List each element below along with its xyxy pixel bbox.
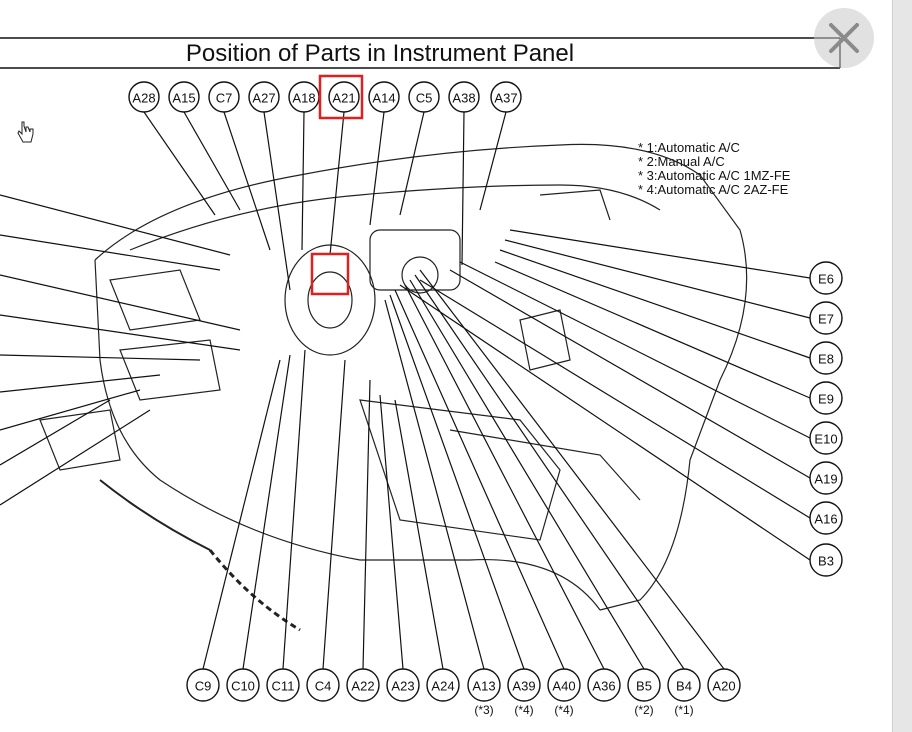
footnotes: * 1:Automatic A/C* 2:Manual A/C* 3:Autom…	[638, 140, 791, 197]
top-label-c7: C7	[208, 81, 240, 113]
top-label-a27: A27	[248, 81, 280, 113]
top-label-a37: A37	[490, 81, 522, 113]
right-label-e9: E9	[809, 381, 843, 415]
top-label-a28: A28	[128, 81, 160, 113]
top-label-a15: A15	[168, 81, 200, 113]
svg-text:E7: E7	[818, 312, 834, 327]
svg-text:A38: A38	[452, 91, 475, 106]
svg-text:C10: C10	[231, 679, 255, 694]
bottom-label-c9: C9	[186, 668, 220, 702]
svg-text:A15: A15	[172, 91, 195, 106]
right-label-e10: E10	[809, 421, 843, 455]
bottom-label-b5: B5	[627, 668, 661, 702]
svg-text:A13: A13	[472, 679, 495, 694]
svg-text:A22: A22	[351, 679, 374, 694]
svg-text:A36: A36	[592, 679, 615, 694]
svg-text:E8: E8	[818, 352, 834, 367]
right-label-e8: E8	[809, 341, 843, 375]
svg-text:E9: E9	[818, 392, 834, 407]
svg-text:C9: C9	[195, 679, 212, 694]
svg-text:A27: A27	[252, 91, 275, 106]
bottom-label-note: (*1)	[674, 703, 693, 717]
bottom-label-a13: A13	[467, 668, 501, 702]
bottom-label-a36: A36	[587, 668, 621, 702]
svg-text:A16: A16	[814, 512, 837, 527]
svg-text:A28: A28	[132, 91, 155, 106]
bottom-label-c10: C10	[226, 668, 260, 702]
right-label-e7: E7	[809, 301, 843, 335]
top-label-a21: A21	[328, 81, 360, 113]
top-label-a14: A14	[368, 81, 400, 113]
hand-cursor-icon	[16, 120, 36, 151]
svg-text:B5: B5	[636, 679, 652, 694]
svg-text:E10: E10	[814, 432, 837, 447]
footnote-line: * 3:Automatic A/C 1MZ-FE	[638, 168, 791, 183]
top-label-a18: A18	[288, 81, 320, 113]
footnote-line: * 2:Manual A/C	[638, 154, 725, 169]
bottom-label-c11: C11	[266, 668, 300, 702]
instrument-panel-diagram: Position of Parts in Instrument Panel * …	[0, 37, 843, 717]
scroll-edge	[892, 0, 912, 732]
svg-text:C7: C7	[216, 91, 233, 106]
bottom-label-a20: A20	[707, 668, 741, 702]
svg-text:A23: A23	[391, 679, 414, 694]
svg-text:A20: A20	[712, 679, 735, 694]
leader-lines	[0, 111, 811, 670]
svg-text:A14: A14	[372, 91, 395, 106]
title-frame: Position of Parts in Instrument Panel	[0, 37, 841, 69]
footnote-line: * 4:Automatic A/C 2AZ-FE	[638, 182, 789, 197]
bottom-label-note: (*4)	[514, 703, 533, 717]
bottom-label-a40: A40	[547, 668, 581, 702]
top-connector-labels: A28 A15 C7 A27 A18 A21 A14 C5 A38 A37	[128, 81, 522, 113]
svg-text:C5: C5	[416, 91, 433, 106]
highlight-part-box	[310, 252, 350, 296]
footnote-line: * 1:Automatic A/C	[638, 140, 740, 155]
bottom-label-note: (*2)	[634, 703, 653, 717]
right-label-b3: B3	[809, 543, 843, 577]
svg-text:A39: A39	[512, 679, 535, 694]
page-title: Position of Parts in Instrument Panel	[186, 40, 574, 67]
close-button[interactable]	[814, 8, 874, 68]
svg-text:A40: A40	[552, 679, 575, 694]
right-label-a16: A16	[809, 501, 843, 535]
right-label-a19: A19	[809, 461, 843, 495]
bottom-label-a23: A23	[386, 668, 420, 702]
svg-text:A21: A21	[332, 91, 355, 106]
right-label-e6: E6	[809, 261, 843, 295]
highlight-label-box	[318, 74, 364, 120]
svg-text:C4: C4	[315, 679, 332, 694]
svg-text:A18: A18	[292, 91, 315, 106]
svg-text:A19: A19	[814, 472, 837, 487]
top-label-a38: A38	[448, 81, 480, 113]
bottom-label-a39: A39	[507, 668, 541, 702]
top-label-c5: C5	[408, 81, 440, 113]
svg-text:A24: A24	[431, 679, 454, 694]
svg-text:B4: B4	[676, 679, 692, 694]
svg-text:B3: B3	[818, 554, 834, 569]
close-icon	[829, 23, 859, 53]
bottom-label-b4: B4	[667, 668, 701, 702]
svg-text:C11: C11	[272, 679, 295, 694]
bottom-label-a24: A24	[426, 668, 460, 702]
bottom-label-note: (*4)	[554, 703, 573, 717]
dashboard-drawing	[39, 143, 748, 632]
svg-text:A37: A37	[494, 91, 517, 106]
bottom-label-a22: A22	[346, 668, 380, 702]
bottom-label-note: (*3)	[474, 703, 493, 717]
svg-text:E6: E6	[818, 272, 834, 287]
bottom-label-c4: C4	[306, 668, 340, 702]
bottom-connector-labels: C9 C10 C11 C4 A22 A23 A24 A13 (*3) A39 (*4) A40 (*4)…	[186, 668, 741, 717]
